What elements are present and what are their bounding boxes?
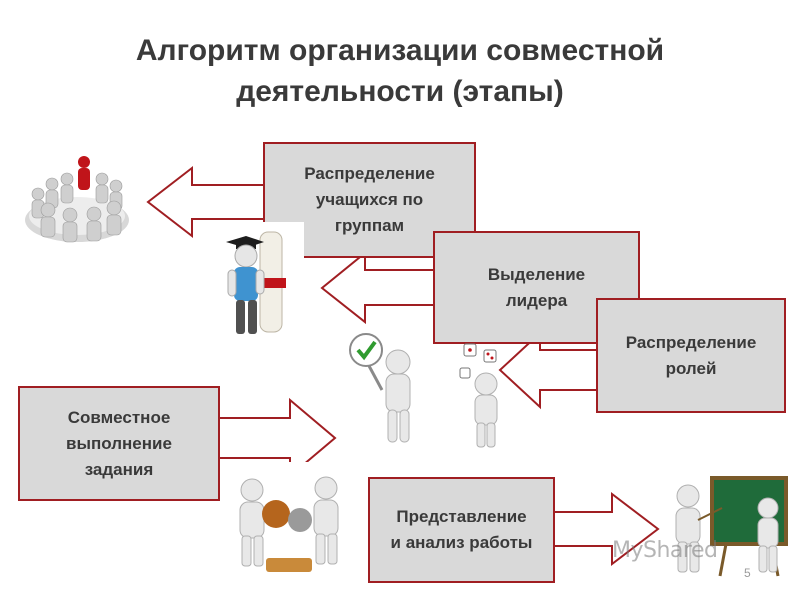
arrow-to-graduate-icon: [322, 253, 438, 322]
puzzle-figures-icon: [220, 462, 358, 578]
dice-juggler-icon: [458, 340, 518, 450]
step-roles-label: Распределение ролей: [626, 330, 757, 382]
step-roles: Распределение ролей: [596, 298, 786, 413]
step-presentation-label: Представление и анализ работы: [391, 504, 533, 556]
people-circle-icon: [20, 148, 135, 248]
step-joint-task: Совместное выполнение задания: [18, 386, 220, 501]
blackboard-teacher-icon: [660, 468, 790, 590]
step-leader-label: Выделение лидера: [488, 262, 585, 314]
step-joint-task-label: Совместное выполнение задания: [66, 405, 172, 483]
graduate-diploma-icon: [206, 222, 304, 344]
watermark: MyShared: [612, 538, 717, 563]
checkmark-sign-icon: [348, 330, 428, 448]
step-presentation: Представление и анализ работы: [368, 477, 555, 583]
slide-number: 5: [744, 566, 751, 580]
step-distribution-groups-label: Распределение учащихся по группам: [304, 161, 435, 239]
